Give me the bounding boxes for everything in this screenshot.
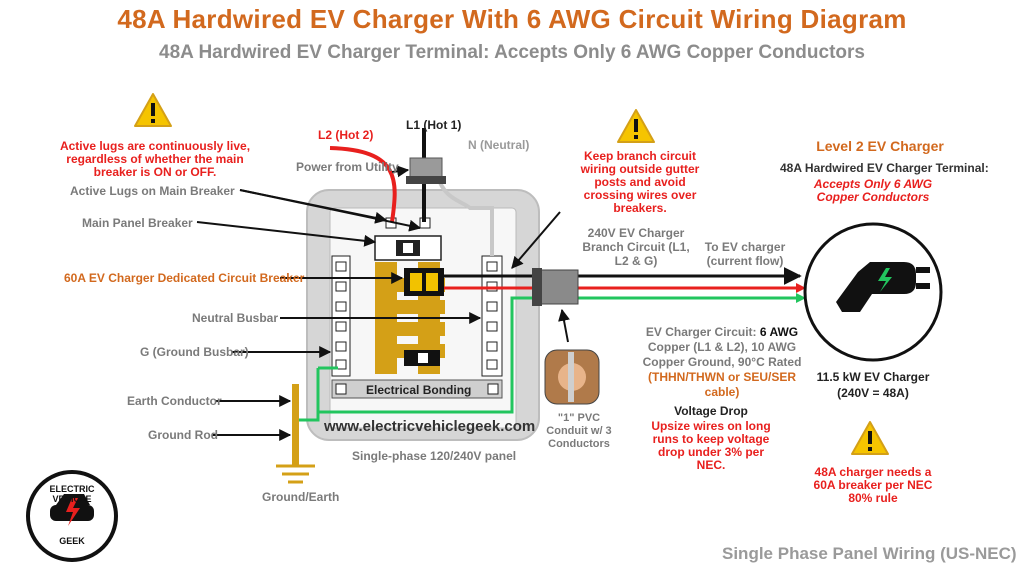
- warning-icon: [851, 421, 889, 455]
- circuit-spec-cable: (THHN/THWN or SEU/SER cable): [648, 370, 796, 399]
- wire-l2: [329, 146, 397, 223]
- circuit-spec-value: 6 AWG: [759, 325, 799, 339]
- logo-text-bottom: GEEK: [59, 536, 85, 546]
- website-label: www.electricvehiclegeek.com: [324, 418, 536, 435]
- logo-text-top: ELECTRIC VEHICLE: [49, 484, 95, 504]
- page-title: 48A Hardwired EV Charger With 6 AWG Circ…: [117, 4, 907, 34]
- branch-circuit-label: 240V EV Charger Branch Circuit (L1, L2 &…: [582, 226, 690, 268]
- branch-ground: [316, 296, 800, 414]
- electrical-bonding-label: Electrical Bonding: [366, 383, 472, 397]
- power-utility-label: Power from Utility: [296, 160, 399, 174]
- breaker-rule: 48A charger needs a 60A breaker per NEC …: [813, 465, 933, 505]
- dedicated-breaker-label: 60A EV Charger Dedicated Circuit Breaker: [64, 271, 305, 285]
- ground-symbol: [276, 464, 315, 484]
- level2-title: Level 2 EV Charger: [816, 138, 944, 154]
- ground-busbar: [331, 255, 351, 377]
- level2-terminal: 48A Hardwired EV Charger Terminal:: [780, 161, 989, 175]
- footer-label: Single Phase Panel Wiring (US-NEC): [722, 544, 1017, 563]
- active-lugs-label: Active Lugs on Main Breaker: [70, 184, 235, 198]
- charger-power: 11.5 kW EV Charger: [816, 370, 930, 384]
- earth-conductor-label: Earth Conductor: [127, 394, 222, 408]
- ground-rod-label: Ground Rod: [148, 428, 218, 442]
- level2-accepts: Accepts Only 6 AWG Copper Conductors: [813, 177, 933, 204]
- neutral-busbar: [481, 255, 503, 377]
- ground-busbar-label: G (Ground Busbar): [140, 345, 249, 359]
- l1-label: L1 (Hot 1): [406, 118, 462, 132]
- service-entrance: [409, 157, 443, 179]
- voltage-drop-text: Upsize wires on long runs to keep voltag…: [651, 419, 771, 472]
- bonding-bar: [331, 379, 503, 399]
- circuit-spec-detail: Copper (L1 & L2), 10 AWG Copper Ground, …: [642, 340, 802, 369]
- to-charger-label: To EV charger (current flow): [704, 240, 786, 268]
- warning-icon: [617, 109, 655, 143]
- ground-earth-label: Ground/Earth: [262, 490, 340, 504]
- l2-label: L2 (Hot 2): [318, 128, 374, 142]
- page-subtitle: 48A Hardwired EV Charger Terminal: Accep…: [159, 42, 865, 63]
- pvc-conduit: [539, 269, 579, 305]
- warning-icon: [134, 93, 172, 127]
- ground-rod: [292, 384, 299, 466]
- neutral-label: N (Neutral): [468, 138, 530, 152]
- charger-rating: (240V = 48A): [837, 386, 909, 400]
- active-lugs-warning: Active lugs are continuously live, regar…: [59, 139, 251, 179]
- conduit-label: "1" PVC Conduit w/ 3 Conductors: [546, 412, 612, 450]
- conduit-photo: [544, 349, 600, 405]
- neutral-busbar-label: Neutral Busbar: [192, 311, 279, 325]
- circuit-spec: EV Charger Circuit: 6 AWG Copper (L1 & L…: [640, 325, 804, 400]
- voltage-drop-title: Voltage Drop: [674, 404, 748, 418]
- branch-warning: Keep branch circuit wiring outside gutte…: [580, 149, 700, 215]
- main-panel-breaker-label: Main Panel Breaker: [82, 216, 193, 230]
- circuit-spec-prefix: EV Charger Circuit:: [645, 325, 760, 339]
- logo-icon: [26, 470, 118, 562]
- panel-type-label: Single-phase 120/240V panel: [352, 449, 517, 463]
- ev-plug-icon: [803, 222, 943, 362]
